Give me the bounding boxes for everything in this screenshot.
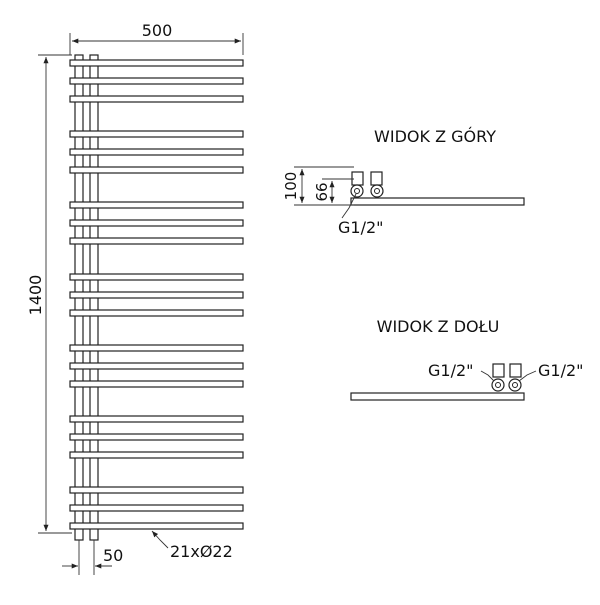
bottom-view-fitting-right-inner: [512, 382, 518, 388]
top-view-bar-profile: [350, 197, 525, 206]
heating-bar-11: [69, 291, 244, 299]
heating-bar-18: [69, 451, 244, 459]
heating-bar-14: [69, 362, 244, 370]
bottom-thread-leader-right: [518, 370, 537, 382]
bottom-thread-right-label: G1/2": [538, 361, 584, 380]
spacing-label: 50: [103, 546, 123, 565]
heating-bar-21: [69, 522, 244, 530]
heating-bar-3: [69, 95, 244, 103]
top-view-valve-right: [370, 171, 383, 186]
heating-bar-2: [69, 77, 244, 85]
heating-bar-15: [69, 380, 244, 388]
heating-bar-6: [69, 166, 244, 174]
connection-depth-label: 66: [313, 182, 331, 201]
front-view: 500 1400 50 21xØ22: [26, 21, 244, 575]
top-thread-label: G1/2": [338, 218, 384, 237]
heating-bar-17: [69, 433, 244, 441]
tubes-leader: [151, 530, 169, 549]
bottom-thread-left-label: G1/2": [428, 361, 474, 380]
bottom-view-fitting-left: [491, 378, 505, 392]
bottom-view: WIDOK Z DOŁU G1/2" G1/2": [350, 317, 584, 401]
heating-bar-7: [69, 201, 244, 209]
tubes-label: 21xØ22: [170, 542, 233, 561]
top-view-fitting-left-inner: [354, 188, 360, 194]
top-view-title: WIDOK Z GÓRY: [374, 127, 496, 146]
top-view-fitting-right-inner: [374, 188, 380, 194]
heating-bar-1: [69, 59, 244, 67]
bottom-view-valve-right: [509, 363, 522, 378]
bottom-view-title: WIDOK Z DOŁU: [377, 317, 500, 336]
bottom-view-fitting-right: [508, 378, 522, 392]
top-thread-leader: [341, 193, 357, 219]
heating-bar-12: [69, 309, 244, 317]
heating-bar-9: [69, 237, 244, 245]
heating-bar-5: [69, 148, 244, 156]
heating-bar-8: [69, 219, 244, 227]
top-view-fitting-right: [370, 184, 384, 198]
depth-label: 100: [282, 172, 300, 201]
top-view: WIDOK Z GÓRY 100 66 G1/2": [282, 127, 525, 237]
heating-bar-20: [69, 504, 244, 512]
bottom-view-fitting-left-inner: [495, 382, 501, 388]
top-view-valve-left: [351, 171, 364, 186]
heating-bars: [69, 59, 244, 530]
bottom-thread-leader-left: [480, 370, 495, 382]
bottom-view-bar-profile: [350, 392, 525, 401]
bottom-view-valve-left: [492, 363, 505, 378]
width-label: 500: [142, 21, 173, 40]
heating-bar-19: [69, 486, 244, 494]
height-label: 1400: [26, 275, 45, 316]
top-view-fitting-left: [350, 184, 364, 198]
heating-bar-16: [69, 415, 244, 423]
heating-bar-13: [69, 344, 244, 352]
heating-bar-10: [69, 273, 244, 281]
heating-bar-4: [69, 130, 244, 138]
